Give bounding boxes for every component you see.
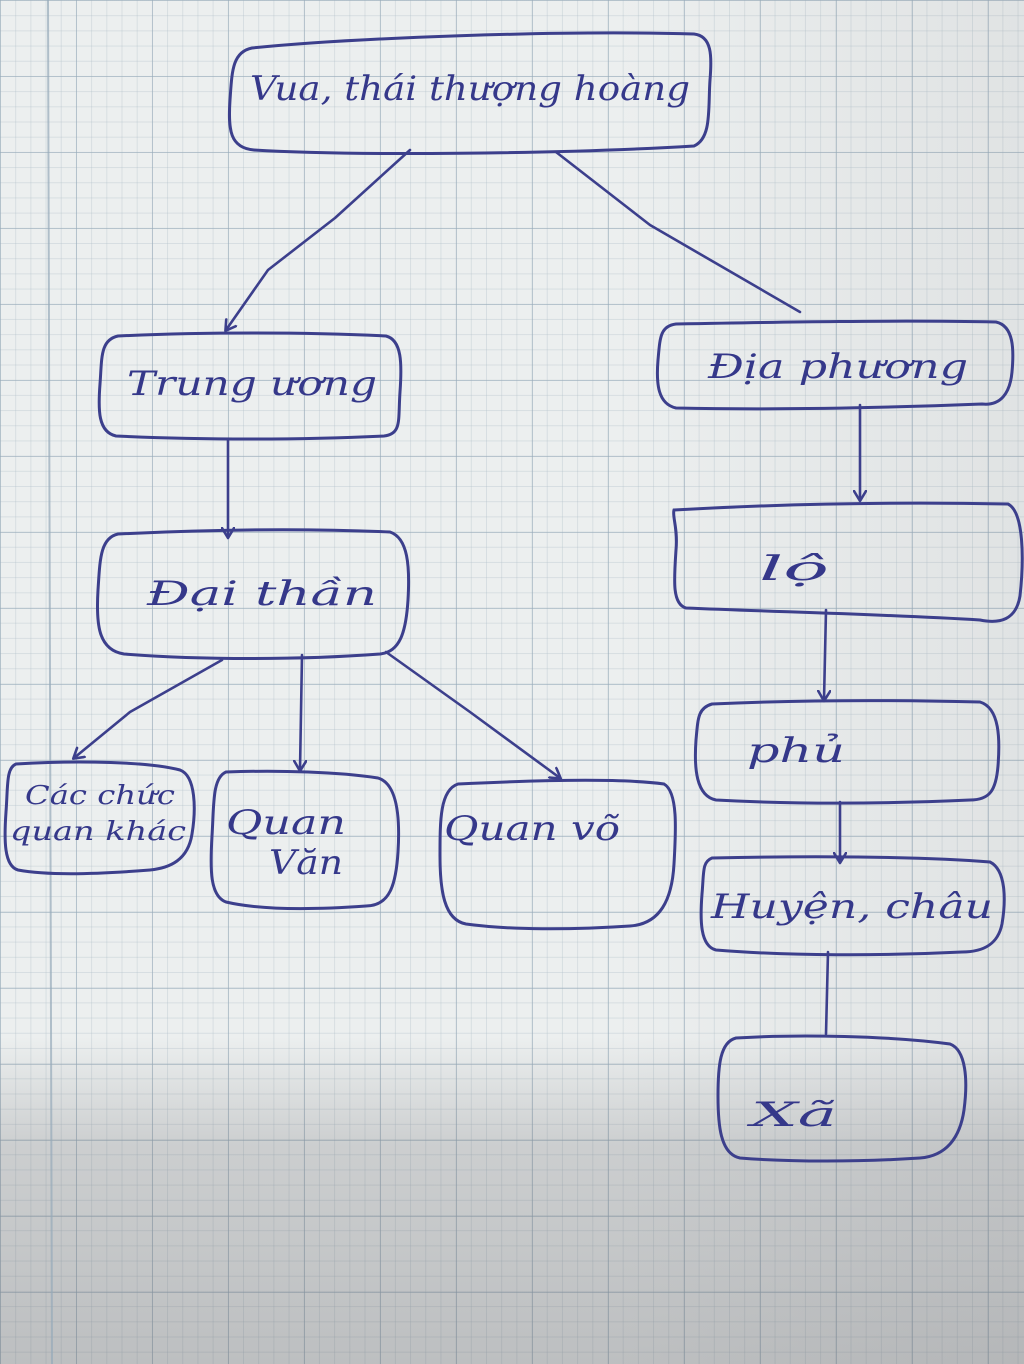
node-phu-border bbox=[693, 699, 1001, 805]
node-quan-van-border bbox=[209, 769, 401, 911]
node-vua: Vua, thái thượng hoàng bbox=[227, 31, 713, 155]
node-dai-than: Đại thần bbox=[95, 528, 411, 660]
edge-dai-than-to-quan-vo bbox=[384, 650, 560, 778]
node-vua-border bbox=[227, 31, 713, 155]
node-lo: lộ bbox=[672, 501, 1024, 623]
node-dia-phuong-label: Địa phương bbox=[707, 347, 968, 387]
node-vua-label: Vua, thái thượng hoàng bbox=[250, 69, 690, 109]
node-lo-label: lộ bbox=[759, 549, 829, 589]
edge-lo-to-phu bbox=[824, 608, 826, 700]
node-lo-border bbox=[672, 501, 1024, 623]
node-phu: phủ bbox=[693, 699, 1001, 805]
node-trung-uong-border bbox=[97, 331, 403, 441]
node-quan-vo-border bbox=[438, 778, 677, 931]
node-dai-than-border bbox=[95, 528, 411, 660]
node-xa: Xã bbox=[716, 1034, 968, 1163]
node-dia-phuong-border bbox=[655, 319, 1015, 411]
node-phu-label: phủ bbox=[747, 731, 845, 771]
node-cac-chuc-quan-label-line2: quan khác bbox=[10, 817, 187, 847]
node-quan-van-label-line2: Văn bbox=[269, 843, 343, 883]
node-quan-van-label-line1: Quan bbox=[226, 803, 346, 843]
edge-huyen-chau-to-xa bbox=[824, 950, 830, 1036]
notebook-margin-line bbox=[47, 0, 53, 1364]
node-xa-label: Xã bbox=[745, 1095, 837, 1135]
node-cac-chuc-quan-label-line1: Các chức bbox=[25, 781, 176, 811]
node-quan-vo-label: Quan võ bbox=[444, 809, 620, 849]
node-huyen-chau-label: Huyện, châu bbox=[710, 887, 993, 927]
node-xa-border bbox=[716, 1034, 968, 1163]
node-quan-vo: Quan võ bbox=[438, 778, 677, 931]
node-cac-chuc-quan-border bbox=[3, 760, 196, 876]
node-trung-uong: Trung ương bbox=[97, 331, 403, 441]
edge-vua-to-trung-uong bbox=[226, 148, 412, 330]
node-cac-chuc-quan: Các chức quan khác bbox=[3, 760, 196, 876]
edge-dai-than-to-cac-chuc-quan bbox=[74, 658, 224, 758]
node-trung-uong-label: Trung ương bbox=[127, 364, 377, 404]
node-huyen-chau: Huyện, châu bbox=[699, 855, 1006, 957]
node-huyen-chau-border bbox=[699, 855, 1006, 957]
node-quan-van: Quan Văn bbox=[209, 769, 401, 911]
edge-dai-than-to-quan-van bbox=[300, 653, 302, 770]
node-dai-than-label: Đại thần bbox=[145, 574, 377, 614]
node-dia-phuong: Địa phương bbox=[655, 319, 1015, 411]
edge-vua-to-dia-phuong bbox=[554, 150, 802, 314]
